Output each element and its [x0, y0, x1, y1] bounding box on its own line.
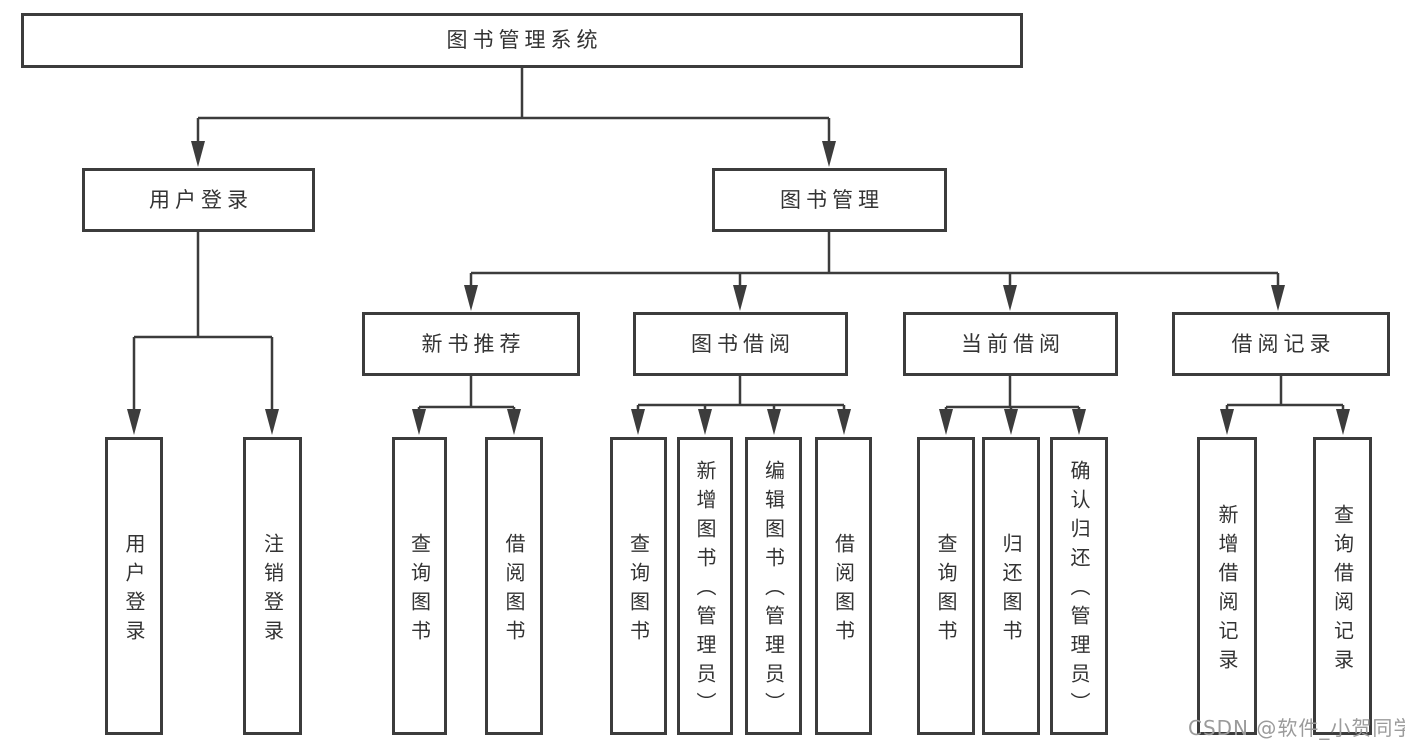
arrowhead: [191, 141, 205, 167]
connector-new-book-recommend: [412, 376, 521, 435]
node-query-books-borrow: 查询图书: [610, 437, 667, 735]
arrowhead: [733, 285, 747, 311]
arrowhead: [1003, 285, 1017, 311]
arrowhead: [939, 409, 953, 435]
node-root: 图书管理系统: [21, 13, 1023, 68]
node-current-borrow: 当前借阅: [903, 312, 1118, 376]
node-borrow-records: 借阅记录: [1172, 312, 1390, 376]
node-new-book-recommend: 新书推荐: [362, 312, 580, 376]
connector-borrow-records: [1220, 376, 1350, 435]
connector-book-borrow: [631, 376, 851, 435]
arrowhead: [265, 409, 279, 435]
node-return-books: 归还图书: [982, 437, 1040, 735]
node-book-management: 图书管理: [712, 168, 947, 232]
node-user-login: 用户登录: [82, 168, 315, 232]
arrowhead: [631, 409, 645, 435]
arrowhead: [767, 409, 781, 435]
node-book-borrow: 图书借阅: [633, 312, 848, 376]
arrowhead: [507, 409, 521, 435]
arrowhead: [837, 409, 851, 435]
node-borrow-books-recommend: 借阅图书: [485, 437, 543, 735]
node-query-books-recommend: 查询图书: [392, 437, 447, 735]
node-confirm-return-admin: 确认归还（管理员）: [1050, 437, 1108, 735]
node-add-books-admin: 新增图书（管理员）: [677, 437, 733, 735]
arrowhead: [822, 141, 836, 167]
connector-current-borrow: [939, 376, 1086, 435]
node-user-login-leaf: 用户登录: [105, 437, 163, 735]
connector-root: [191, 68, 836, 167]
node-add-borrow-record: 新增借阅记录: [1197, 437, 1257, 735]
arrowhead: [464, 285, 478, 311]
arrowhead: [127, 409, 141, 435]
node-borrow-books-leaf: 借阅图书: [815, 437, 872, 735]
arrowhead: [412, 409, 426, 435]
arrowhead: [1336, 409, 1350, 435]
arrowhead: [1072, 409, 1086, 435]
connector-user-login: [127, 232, 279, 435]
node-query-books-current: 查询图书: [917, 437, 975, 735]
connector-book-management: [464, 232, 1285, 311]
arrowhead: [1220, 409, 1234, 435]
node-query-borrow-record: 查询借阅记录: [1313, 437, 1372, 735]
node-edit-books-admin: 编辑图书（管理员）: [745, 437, 802, 735]
arrowhead: [1271, 285, 1285, 311]
arrowhead: [698, 409, 712, 435]
csdn-watermark: CSDN @软件_小贺同学: [1188, 716, 1405, 740]
node-logout-leaf: 注销登录: [243, 437, 302, 735]
arrowhead: [1004, 409, 1018, 435]
